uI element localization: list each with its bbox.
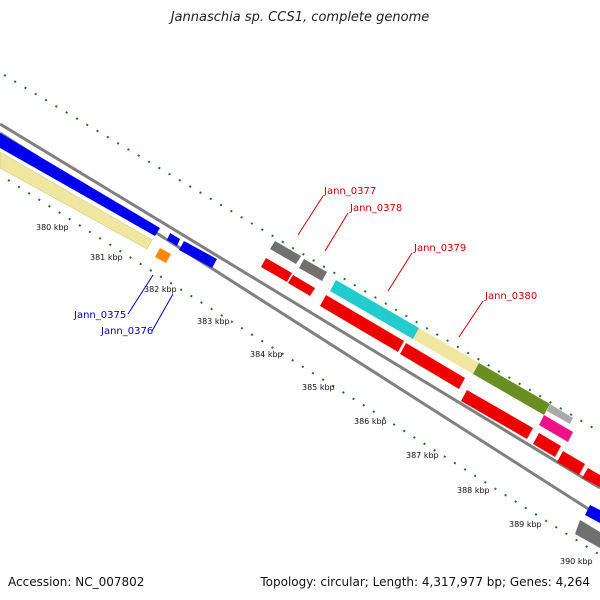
gene-label-jann-0378: Jann_0378 <box>349 203 402 214</box>
blue-edge-feature <box>585 505 600 523</box>
orange-feature <box>155 248 171 263</box>
grey-feature-2 <box>299 259 327 281</box>
map-title: Jannaschia sp. CCS1, complete genome <box>170 10 430 25</box>
scale-label: 382 kbp <box>144 285 177 294</box>
olive-feature <box>473 363 550 415</box>
cyan-feature <box>330 280 419 339</box>
yellow-feature <box>413 328 479 374</box>
topology-summary-text: Topology: circular; Length: 4,317,977 bp… <box>260 575 590 589</box>
gene-labels: Jann_0377 Jann_0378 Jann_0379 Jann_0380 … <box>73 186 537 337</box>
gene-label-jann-0377: Jann_0377 <box>323 186 376 197</box>
left-features <box>0 133 217 268</box>
blue-long-feature <box>0 133 160 236</box>
red-feature-4 <box>400 343 465 389</box>
red-feature-8 <box>582 468 600 487</box>
scale-label: 384 kbp <box>250 350 283 359</box>
scale-label: 386 kbp <box>354 417 387 426</box>
scale-label: 390 kbp <box>560 557 593 566</box>
gene-label-jann-0375: Jann_0375 <box>73 310 126 321</box>
grey-feature-1 <box>270 241 301 264</box>
accession-text: Accession: NC_007802 <box>8 575 145 589</box>
blue-small-feature-1 <box>167 233 180 246</box>
pink-feature <box>539 415 573 442</box>
right-features <box>261 241 600 548</box>
scale-label: 385 kbp <box>302 383 335 392</box>
red-feature-3 <box>320 295 404 352</box>
grey-edge-feature <box>575 520 600 548</box>
blue-small-feature-2 <box>179 241 217 268</box>
gene-label-jann-0376: Jann_0376 <box>100 326 153 337</box>
red-feature-7 <box>557 451 585 475</box>
gene-label-jann-0379: Jann_0379 <box>413 243 466 254</box>
scale-label: 387 kbp <box>406 451 439 460</box>
scale-labels: 380 kbp 381 kbp 382 kbp 383 kbp 384 kbp … <box>36 223 593 566</box>
inner-dotted-track <box>7 179 600 556</box>
scale-label: 383 kbp <box>197 317 230 326</box>
yellow-long-feature <box>0 151 153 250</box>
grey-light-feature <box>547 404 573 424</box>
scale-label: 388 kbp <box>457 486 490 495</box>
scale-label: 389 kbp <box>509 520 542 529</box>
red-feature-5 <box>461 390 533 439</box>
red-feature-2 <box>288 275 315 296</box>
scale-label: 381 kbp <box>90 253 123 262</box>
leader-lines <box>127 195 484 338</box>
red-feature-6 <box>533 433 561 457</box>
red-feature-1 <box>261 258 292 282</box>
gene-label-jann-0380: Jann_0380 <box>484 291 537 302</box>
scale-label: 380 kbp <box>36 223 69 232</box>
